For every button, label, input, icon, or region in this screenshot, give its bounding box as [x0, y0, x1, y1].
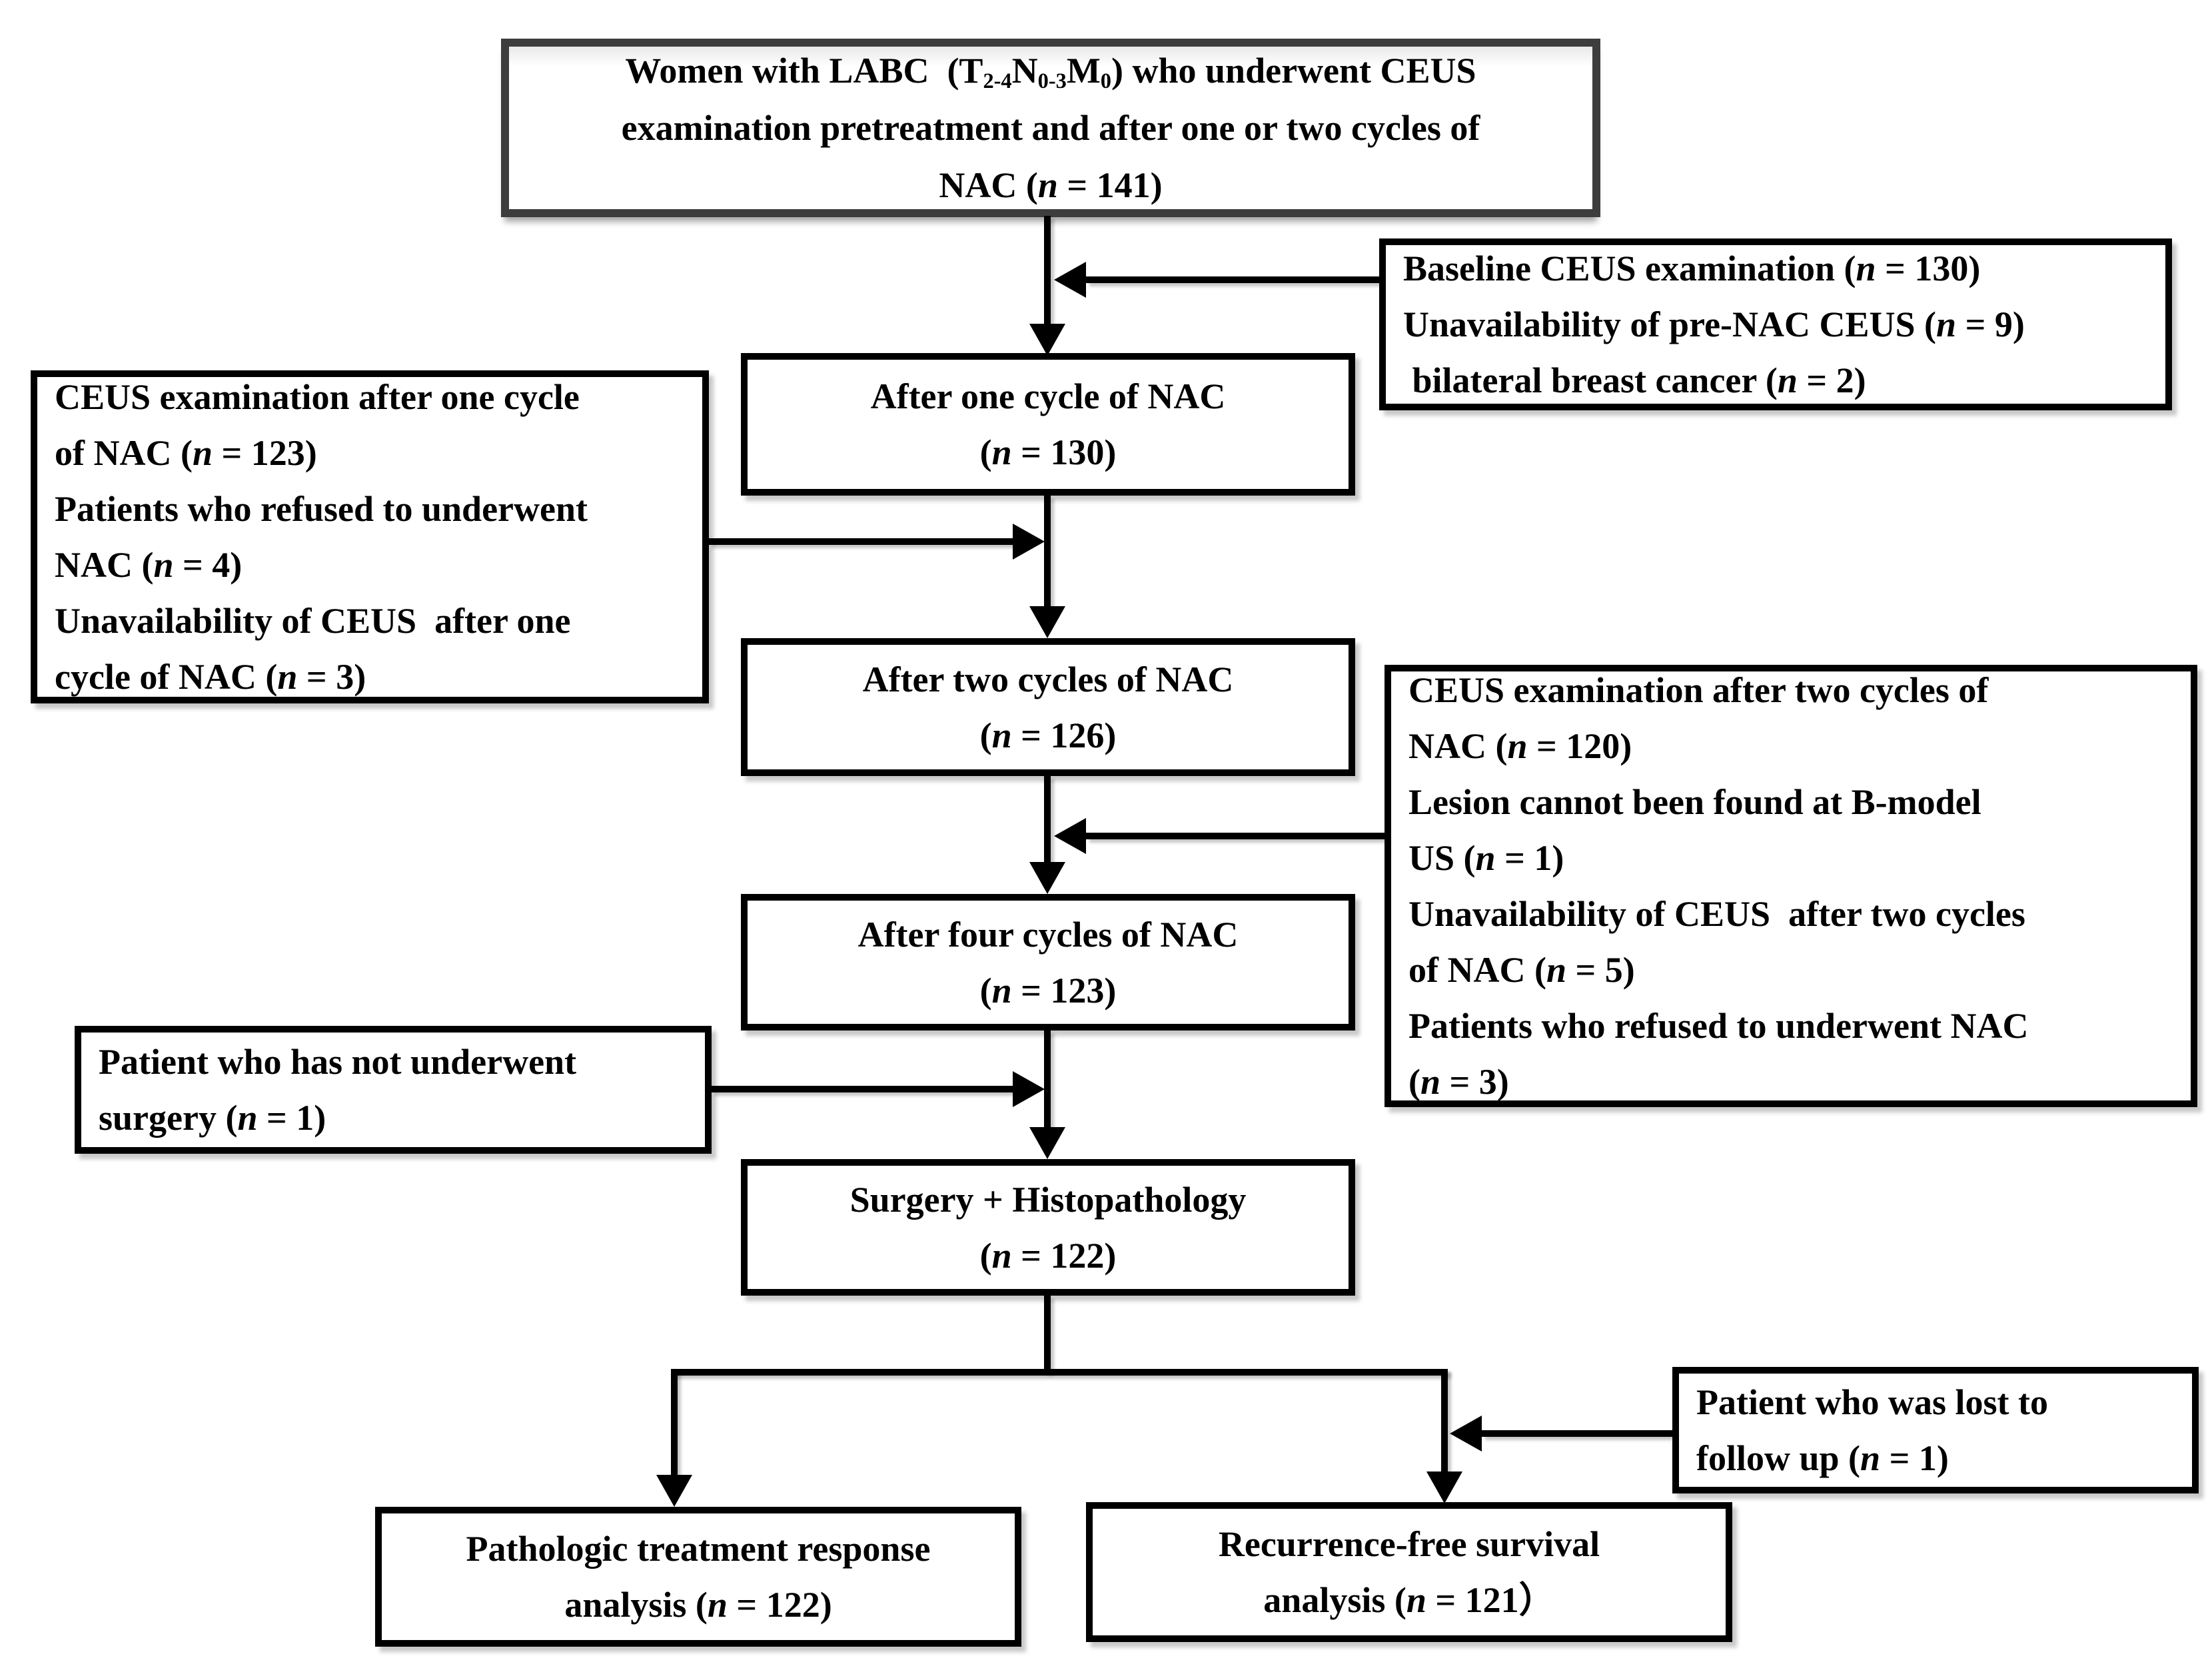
text-line: NAC (n = 4) [55, 545, 243, 585]
arrow-down-icon [1029, 324, 1065, 356]
surgery-histopathology-box: Surgery + Histopathology (n = 122) [741, 1159, 1355, 1296]
text-line: surgery (n = 1) [99, 1098, 326, 1138]
baseline-exclusions-box: Baseline CEUS examination (n = 130) Unava… [1379, 238, 2172, 410]
text-line: cycle of NAC (n = 3) [55, 657, 366, 697]
arrow-down-icon [1029, 1127, 1065, 1159]
connector-after-four-to-surgery-line [1044, 1031, 1051, 1128]
text-line: Patient who has not underwent [99, 1042, 577, 1082]
enrollment-box: Women with LABC (T2-4N0-3M0) who underwe… [501, 39, 1600, 217]
text-line: US (n = 1) [1408, 838, 1564, 878]
text-line: (n = 130) [979, 432, 1117, 472]
text-line: follow up (n = 1) [1696, 1438, 1949, 1478]
text-line: analysis (n = 122) [564, 1585, 832, 1625]
text-line: CEUS examination after two cycles of [1408, 670, 1989, 710]
text-line: Unavailability of CEUS after two cycles [1408, 894, 2025, 934]
text-line: bilateral breast cancer (n = 2) [1403, 360, 1866, 400]
arrow-right-icon [1013, 524, 1045, 560]
arrow-down-icon [1029, 862, 1065, 894]
branch-horizontal-line [671, 1369, 1448, 1376]
text-line: (n = 122) [979, 1235, 1117, 1276]
arrow-down-icon [1029, 606, 1065, 638]
lost-to-follow-up-box: Patient who was lost to follow up (n = 1) [1672, 1367, 2199, 1493]
after-one-cycle-box: After one cycle of NAC (n = 130) [741, 353, 1355, 496]
connector-after-two-to-after-four-line [1044, 776, 1051, 863]
text-line: (n = 126) [979, 715, 1117, 755]
pathologic-analysis-box: Pathologic treatment response analysis (n… [375, 1507, 1021, 1647]
not-underwent-surgery-box: Patient who has not underwent surgery (n … [75, 1026, 712, 1154]
connector-surgery-to-branch-line [1044, 1296, 1051, 1372]
text-line: NAC (n = 120) [1408, 726, 1632, 766]
arrow-down-icon [656, 1475, 692, 1507]
text-line: Patients who refused to underwent [55, 489, 588, 529]
text-line: Patient who was lost to [1696, 1382, 2048, 1422]
arrow-down-icon [1426, 1471, 1462, 1503]
connector-exclusions-two-line [1086, 833, 1384, 839]
connector-lost-follow-up-line [1482, 1430, 1672, 1437]
text-line: After two cycles of NAC [862, 659, 1234, 699]
exclusions-after-two-cycles-box: CEUS examination after two cycles of NAC … [1384, 665, 2197, 1107]
text-line: After four cycles of NAC [857, 914, 1239, 955]
connector-exclusions-one-line [709, 538, 1013, 545]
arrow-left-icon [1054, 262, 1086, 298]
text-line: Unavailability of CEUS after one [55, 601, 571, 641]
text-line: After one cycle of NAC [870, 376, 1226, 416]
text-line: Baseline CEUS examination (n = 130) [1403, 248, 1981, 288]
recurrence-analysis-box: Recurrence-free survival analysis (n = 12… [1086, 1502, 1732, 1642]
branch-left-vertical-line [671, 1369, 678, 1477]
arrow-left-icon [1450, 1416, 1482, 1452]
arrow-right-icon [1013, 1071, 1045, 1107]
exclusions-after-one-cycle-box: CEUS examination after one cycle of NAC (… [31, 370, 709, 703]
text-line: Unavailability of pre-NAC CEUS (n = 9) [1403, 304, 2025, 344]
text-line: Surgery + Histopathology [849, 1179, 1247, 1220]
text-line: NAC (n = 141) [939, 165, 1163, 205]
text-line: analysis (n = 121） [1263, 1580, 1555, 1620]
connector-baseline-exclusions-line [1086, 276, 1379, 283]
arrow-left-icon [1054, 818, 1086, 854]
text-line: of NAC (n = 5) [1408, 950, 1635, 990]
connector-enrollment-to-after-one-line [1044, 216, 1051, 324]
text-line: Recurrence-free survival [1218, 1524, 1600, 1564]
text-line: Pathologic treatment response [466, 1529, 931, 1569]
text-line: Lesion cannot been found at B-model [1408, 782, 1981, 822]
branch-right-vertical-line [1441, 1369, 1448, 1474]
text-line: Women with LABC (T2-4N0-3M0) who underwe… [625, 51, 1476, 94]
text-line: of NAC (n = 123) [55, 433, 317, 473]
connector-not-underwent-surgery-line [712, 1086, 1013, 1092]
text-line: (n = 3) [1408, 1062, 1509, 1102]
after-two-cycles-box: After two cycles of NAC (n = 126) [741, 638, 1355, 776]
text-line: Patients who refused to underwent NAC [1408, 1006, 2029, 1046]
text-line: examination pretreatment and after one o… [621, 108, 1480, 148]
text-line: CEUS examination after one cycle [55, 377, 580, 417]
connector-after-one-to-after-two-line [1044, 496, 1051, 606]
after-four-cycles-box: After four cycles of NAC (n = 123) [741, 894, 1355, 1031]
text-line: (n = 123) [979, 970, 1117, 1011]
